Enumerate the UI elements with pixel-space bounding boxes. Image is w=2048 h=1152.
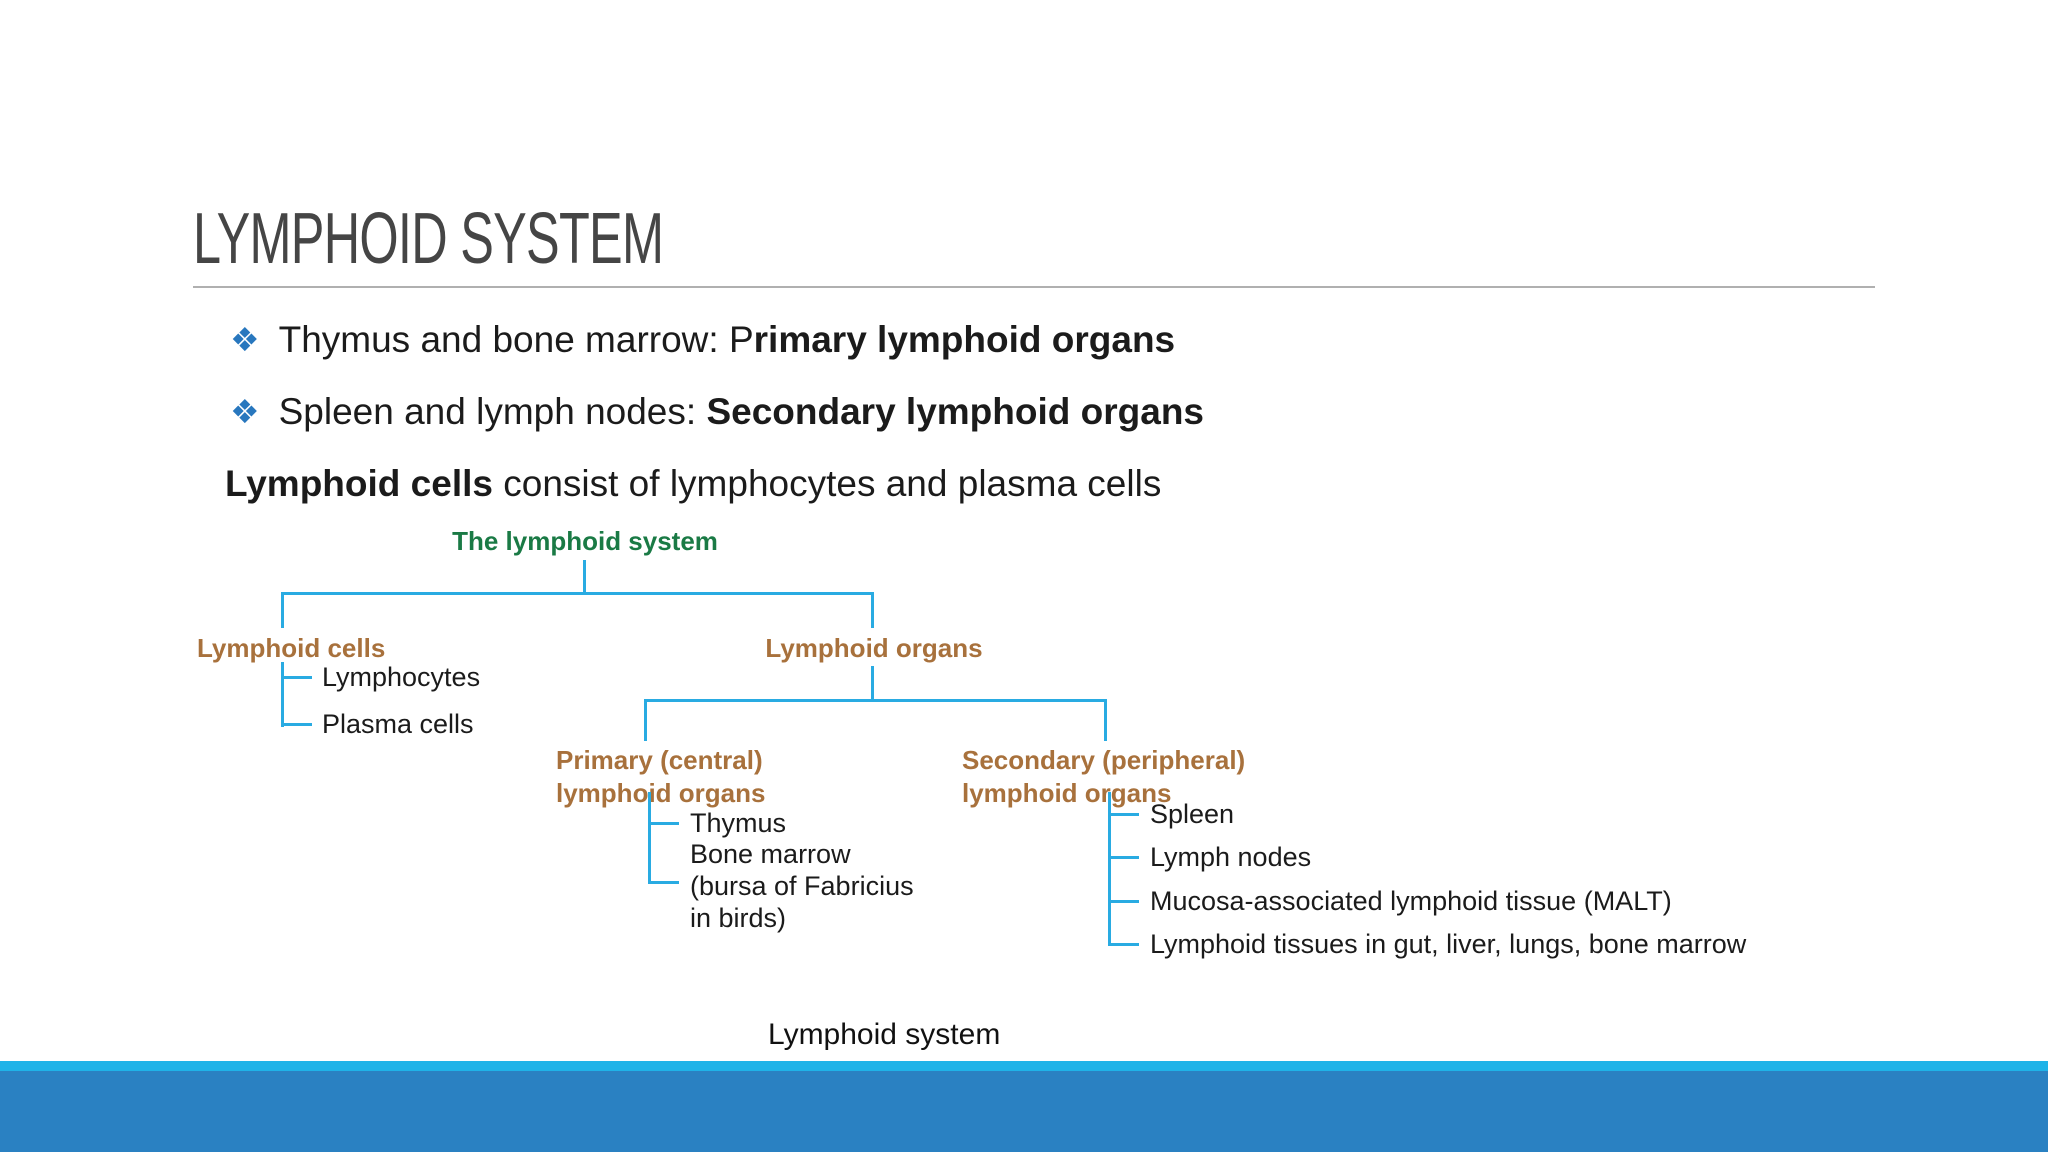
title-divider bbox=[193, 286, 1875, 288]
leaf-malt: Mucosa-associated lymphoid tissue (MALT) bbox=[1150, 886, 1672, 916]
statement-text: Lymphoid cells consist of lymphocytes an… bbox=[225, 460, 1161, 507]
tree-connector bbox=[281, 676, 312, 679]
leaf-plasma-cells: Plasma cells bbox=[322, 709, 474, 739]
tree-connector bbox=[871, 666, 874, 702]
branch-label-line: Primary (central) bbox=[556, 745, 763, 775]
branch-label-secondary: Secondary (peripheral) lymphoid organs bbox=[962, 744, 1245, 810]
leaf-lymphoid-tissues: Lymphoid tissues in gut, liver, lungs, b… bbox=[1150, 929, 1747, 959]
tree-connector bbox=[1104, 699, 1107, 741]
diagram-root-label: The lymphoid system bbox=[452, 526, 718, 556]
tree-connector bbox=[644, 699, 647, 741]
tree-connector bbox=[1108, 813, 1139, 816]
leaf-spleen: Spleen bbox=[1150, 799, 1235, 829]
branch-label-line: Secondary (peripheral) bbox=[962, 745, 1246, 775]
bullet-item: ❖ Spleen and lymph nodes: Secondary lymp… bbox=[230, 388, 1204, 435]
tree-connector bbox=[281, 592, 284, 628]
branch-label-primary: Primary (central) lymphoid organs bbox=[556, 744, 765, 810]
leaf-line: (bursa of Fabricius bbox=[690, 871, 914, 901]
tree-connector bbox=[281, 723, 312, 726]
footer-bar bbox=[0, 1071, 2048, 1152]
diamond-bullet-icon: ❖ bbox=[230, 392, 260, 431]
leaf-line: Bone marrow bbox=[690, 839, 851, 869]
branch-label-lymphoid-organs: Lymphoid organs bbox=[765, 633, 983, 663]
branch-label-lymphoid-cells: Lymphoid cells bbox=[197, 633, 386, 663]
leaf-thymus: Thymus bbox=[690, 808, 787, 838]
tree-connector bbox=[1108, 792, 1111, 946]
tree-connector bbox=[1108, 900, 1139, 903]
statement-regular: consist of lymphocytes and plasma cells bbox=[492, 463, 1162, 504]
statement-bold: Lymphoid cells bbox=[225, 463, 493, 504]
figure-caption: Lymphoid system bbox=[768, 1018, 1001, 1051]
bullet-text: Thymus and bone marrow: Primary lymphoid… bbox=[279, 316, 1176, 363]
leaf-line: in birds) bbox=[690, 903, 787, 933]
leaf-lymphocytes: Lymphocytes bbox=[322, 662, 481, 692]
bullet-item: ❖ Thymus and bone marrow: Primary lympho… bbox=[230, 316, 1175, 363]
bullet-text-regular: Spleen and lymph nodes: bbox=[278, 391, 707, 432]
diamond-bullet-icon: ❖ bbox=[230, 320, 260, 359]
tree-connector bbox=[583, 560, 586, 594]
bullet-text-bold: rimary lymphoid organs bbox=[753, 319, 1176, 360]
tree-connector bbox=[644, 699, 1107, 702]
branch-label-line: lymphoid organs bbox=[962, 778, 1172, 808]
leaf-lymph-nodes: Lymph nodes bbox=[1150, 842, 1312, 872]
footer-accent-stripe bbox=[0, 1061, 2048, 1071]
tree-connector bbox=[1108, 943, 1139, 946]
bullet-text: Spleen and lymph nodes: Secondary lympho… bbox=[279, 388, 1204, 435]
branch-label-line: lymphoid organs bbox=[556, 778, 766, 808]
tree-connector bbox=[281, 592, 874, 595]
bullet-text-bold: Secondary lymphoid organs bbox=[706, 391, 1205, 432]
tree-connector bbox=[648, 822, 679, 825]
slide-title: LYMPHOID SYSTEM bbox=[193, 199, 664, 279]
bullet-text-regular: Thymus and bone marrow: P bbox=[278, 319, 754, 360]
tree-connector bbox=[648, 881, 679, 884]
leaf-bone-marrow: Bone marrow (bursa of Fabricius in birds… bbox=[690, 838, 914, 934]
tree-connector bbox=[1108, 856, 1139, 859]
tree-connector bbox=[871, 592, 874, 628]
tree-connector bbox=[648, 792, 651, 884]
tree-connector bbox=[281, 662, 284, 727]
